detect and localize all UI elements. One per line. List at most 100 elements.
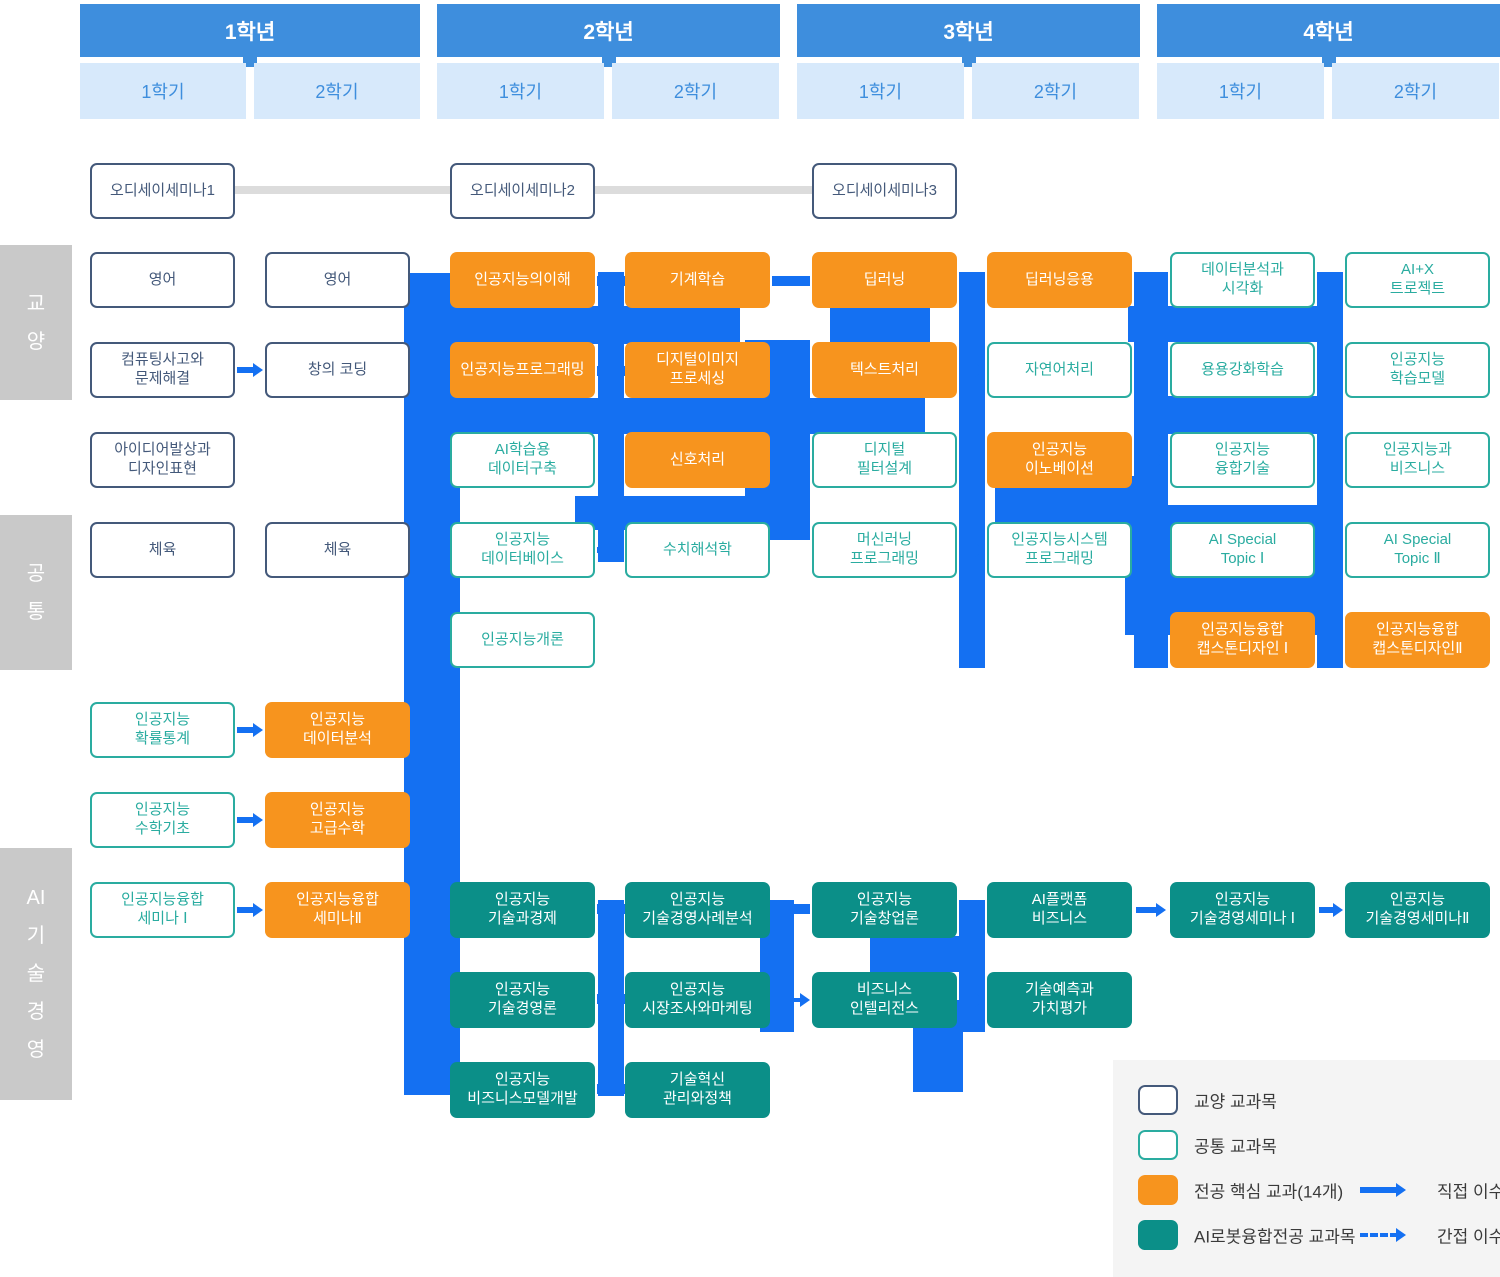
course-box: 인공지능 기술과경제 — [450, 882, 595, 938]
direct-arrow-shaft — [237, 727, 255, 733]
direct-arrow-shaft — [959, 547, 977, 553]
course-box: 기술혁신 관리와정책 — [625, 1062, 770, 1118]
arrowhead-icon — [975, 363, 985, 377]
direct-arrow-shaft — [959, 907, 977, 913]
course-box: 머신러닝 프로그래밍 — [812, 522, 957, 578]
indirect-arrow-shaft — [772, 998, 802, 1002]
connector-bar — [830, 306, 930, 344]
legend-swatch-common — [1138, 1130, 1178, 1160]
course-box: 인공지능 데이터분석 — [265, 702, 410, 758]
semester-cell: 2학기 — [612, 63, 779, 119]
course-box: 비즈니스 인텔리전스 — [812, 972, 957, 1028]
course-box: 기계학습 — [625, 252, 770, 308]
connector-bar — [1319, 280, 1343, 290]
course-box: 인공지능융합 세미나 Ⅰ — [90, 882, 235, 938]
direct-arrow-shaft — [237, 907, 255, 913]
course-box: 인공지능 수학기초 — [90, 792, 235, 848]
course-box: 영어 — [90, 252, 235, 308]
odyssey-box: 오디세이세미나2 — [450, 163, 595, 219]
connector-bar — [1128, 306, 1343, 342]
course-box: 데이터분석과 시각화 — [1170, 252, 1315, 308]
connector-bar — [460, 306, 740, 344]
legend-label: 교양 교과목 — [1194, 1092, 1277, 1112]
course-box: 딥러닝 — [812, 252, 957, 308]
course-box: 인공지능 비즈니스모델개발 — [450, 1062, 595, 1118]
arrowhead-icon — [253, 903, 263, 917]
course-box: 수치해석학 — [625, 522, 770, 578]
direct-arrow-shaft — [1360, 1187, 1398, 1193]
indirect-arrow-shaft — [1136, 458, 1158, 462]
course-box: 딥러닝응용 — [987, 252, 1132, 308]
year-header: 3학년 — [797, 4, 1140, 57]
indirect-arrow-shaft — [959, 368, 977, 372]
odyssey-link-line — [235, 186, 450, 194]
connector-bar — [959, 272, 985, 668]
year-header: 4학년 — [1157, 4, 1500, 57]
connector-bar — [597, 1084, 625, 1094]
semester-cell: 1학기 — [437, 63, 604, 119]
course-box: 텍스트처리 — [812, 342, 957, 398]
course-box: 인공지능융합 캡스톤디자인Ⅱ — [1345, 612, 1490, 668]
connector-bar — [460, 398, 925, 434]
course-box: 체육 — [90, 522, 235, 578]
course-box: 인공지능 융합기술 — [1170, 432, 1315, 488]
arrowhead-icon — [1156, 903, 1166, 917]
arrowhead-icon — [613, 543, 623, 557]
legend-arrow-label: 간접 이수 — [1437, 1227, 1500, 1247]
arrowhead-icon — [975, 903, 985, 917]
course-box: 인공지능 학습모델 — [1345, 342, 1490, 398]
year-header-notch — [243, 55, 257, 67]
connector-bar — [597, 366, 625, 376]
connector-bar — [870, 936, 960, 972]
arrowhead-icon — [1396, 1183, 1406, 1197]
course-box: 아이디어발상과 디자인표현 — [90, 432, 235, 488]
course-box: 컴퓨팅사고와 문제해결 — [90, 342, 235, 398]
course-box: 인공지능 이노베이션 — [987, 432, 1132, 488]
course-box: 인공지능융합 세미나Ⅱ — [265, 882, 410, 938]
course-box: 기술예측과 가치평가 — [987, 972, 1132, 1028]
legend-label: AI로봇융합전공 교과목 — [1194, 1227, 1356, 1247]
connector-bar — [597, 994, 625, 1004]
course-box: 인공지능 기술경영론 — [450, 972, 595, 1028]
odyssey-box: 오디세이세미나3 — [812, 163, 957, 219]
arrowhead-icon — [253, 813, 263, 827]
course-box: AI+X 트로젝트 — [1345, 252, 1490, 308]
course-box: 창의 코딩 — [265, 342, 410, 398]
direct-arrow-shaft — [237, 367, 255, 373]
direct-arrow-shaft — [237, 817, 255, 823]
legend-swatch-gyoyang — [1138, 1085, 1178, 1115]
course-box: 인공지능 시장조사와마케팅 — [625, 972, 770, 1028]
year-header: 1학년 — [80, 4, 420, 57]
connector-bar — [959, 900, 985, 1032]
course-box: 용용강화학습 — [1170, 342, 1315, 398]
course-box: 인공지능의이해 — [450, 252, 595, 308]
legend-arrow-label: 직접 이수 — [1437, 1182, 1500, 1202]
odyssey-box: 오디세이세미나1 — [90, 163, 235, 219]
legend-label: 전공 핵심 교과(14개) — [1194, 1182, 1344, 1202]
course-box: 영어 — [265, 252, 410, 308]
connector-bar — [597, 276, 625, 286]
arrowhead-icon — [1156, 453, 1166, 467]
section-label-gyoyang: 교 양 — [0, 245, 72, 400]
connector-bar — [404, 273, 460, 1095]
course-box: 자연어처리 — [987, 342, 1132, 398]
course-box: 인공지능과 비즈니스 — [1345, 432, 1490, 488]
course-box: 인공지능 데이터베이스 — [450, 522, 595, 578]
course-box: 인공지능 기술창업론 — [812, 882, 957, 938]
course-box: 인공지능개론 — [450, 612, 595, 668]
direct-arrow-shaft — [959, 997, 977, 1003]
arrowhead-icon — [253, 723, 263, 737]
connector-bar — [772, 904, 810, 914]
direct-arrow-shaft — [597, 547, 615, 553]
legend-swatch-core — [1138, 1175, 1178, 1205]
course-box: 인공지능 기술경영세미나Ⅱ — [1345, 882, 1490, 938]
arrowhead-icon — [1333, 903, 1343, 917]
course-box: 인공지능 기술경영세미나 Ⅰ — [1170, 882, 1315, 938]
legend-label: 공통 교과목 — [1194, 1137, 1277, 1157]
legend-swatch-tech — [1138, 1220, 1178, 1250]
arrowhead-icon — [800, 993, 810, 1007]
course-box: 디지털 필터설계 — [812, 432, 957, 488]
connector-bar — [772, 276, 810, 286]
semester-cell: 2학기 — [972, 63, 1139, 119]
